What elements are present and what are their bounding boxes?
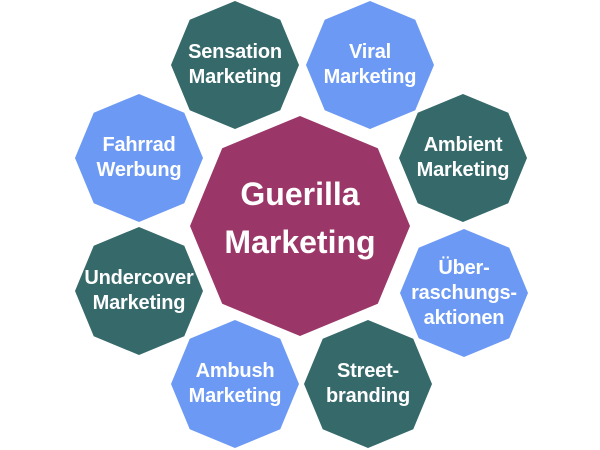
node-label-line: Sensation	[188, 41, 282, 63]
node-label-line: Ambient	[423, 134, 503, 156]
node-label: Über- raschungs- aktionen	[411, 256, 517, 331]
node-label-line: Undercover	[84, 267, 194, 289]
node-fahrrad-werbung: Fahrrad Werbung	[75, 94, 203, 222]
octagon-shape	[75, 94, 203, 222]
node-label: Ambush Marketing	[189, 359, 282, 409]
octagon-shape	[306, 1, 434, 129]
octagon-shape	[400, 229, 528, 357]
node-label-line: Über-	[438, 256, 490, 279]
node-label-line: Marketing	[188, 66, 282, 88]
node-label-line: Fahrrad	[102, 134, 176, 156]
node-label: Ambient Marketing	[417, 133, 510, 183]
node-label-line: Street-	[337, 360, 399, 382]
node-label-line: raschungs-	[411, 281, 517, 304]
node-sensation-marketing: Sensation Marketing	[171, 1, 299, 129]
node-street-branding: Street- branding	[304, 320, 432, 448]
node-viral-marketing: Viral Marketing	[306, 1, 434, 129]
octagon-shape	[399, 94, 527, 222]
node-label-line: Marketing	[188, 385, 282, 407]
center-node-label: Guerilla Marketing	[224, 170, 375, 266]
node-label-line: Werbung	[96, 159, 182, 181]
node-label: Street- branding	[326, 359, 410, 409]
node-label-line: Marketing	[416, 159, 510, 181]
octagon-shape	[190, 116, 410, 336]
node-label-line: Viral	[348, 41, 391, 63]
octagon-shape	[171, 1, 299, 129]
octagon-shape	[171, 320, 299, 448]
node-ueberraschungsaktionen: Über- raschungs- aktionen	[400, 229, 528, 357]
node-label-line: Ambush	[195, 360, 275, 382]
octagon-shape	[75, 227, 203, 355]
node-ambush-marketing: Ambush Marketing	[171, 320, 299, 448]
node-ambient-marketing: Ambient Marketing	[399, 94, 527, 222]
center-node-label-line: Guerilla	[240, 176, 360, 212]
node-label-line: aktionen	[423, 306, 505, 329]
node-label-line: Marketing	[323, 66, 417, 88]
node-label-line: branding	[326, 385, 410, 407]
center-node-label-line: Marketing	[224, 224, 376, 260]
octagon-shape	[304, 320, 432, 448]
node-undercover-marketing: Undercover Marketing	[75, 227, 203, 355]
node-label-line: Marketing	[92, 292, 186, 314]
node-label: Fahrrad Werbung	[97, 133, 182, 183]
node-label: Viral Marketing	[324, 40, 417, 90]
center-node-guerilla-marketing: Guerilla Marketing	[190, 116, 410, 336]
node-label: Sensation Marketing	[188, 40, 282, 90]
node-label: Undercover Marketing	[84, 266, 193, 316]
